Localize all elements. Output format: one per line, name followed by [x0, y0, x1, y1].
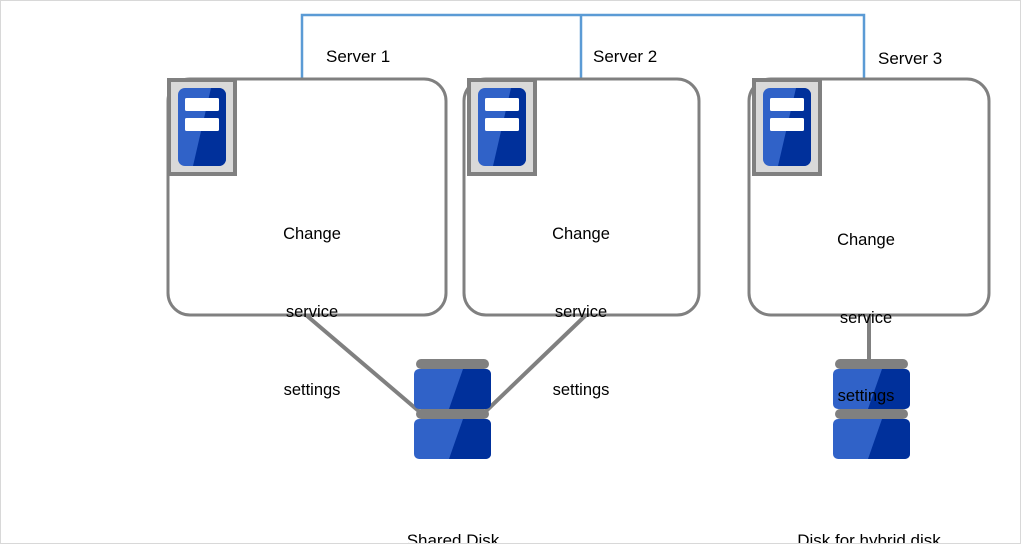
failover-group-bracket [300, 13, 866, 79]
server-body-text-1: Change service settings [253, 169, 371, 455]
disk-icon [414, 359, 491, 459]
server-box-1[interactable] [166, 77, 448, 317]
caption-line: Shared Disk [406, 531, 500, 544]
shared-disk-caption: Shared Disk for hybrid disk resource [302, 473, 604, 544]
server-icon [752, 78, 822, 176]
local-disk-caption: Disk for hybrid disk resource [749, 473, 989, 544]
server-body-line: settings [283, 381, 341, 399]
connector-server1-shared-disk [304, 313, 423, 415]
server-body-line: Change [283, 225, 341, 243]
server-label-1: Server 1 [326, 47, 391, 66]
server-body-line: service [285, 303, 339, 321]
server-body-line: Change [837, 231, 895, 249]
disk-icon [833, 359, 910, 459]
server-body-text-2: Change service settings [522, 169, 640, 455]
server-body-line: service [839, 309, 893, 327]
server-label-2: Server 2 [593, 47, 658, 66]
server-icon [467, 78, 537, 176]
server-body-text-3: Change service settings [807, 175, 925, 461]
server-body-line: Change [552, 225, 610, 243]
server-label-3: Server 3 [878, 49, 943, 68]
server-icon [167, 78, 237, 176]
caption-line: Disk for hybrid disk [797, 531, 941, 544]
server-body-line: settings [837, 387, 895, 405]
server-body-line: service [554, 303, 608, 321]
server-body-line: settings [552, 381, 610, 399]
connector-server2-shared-disk [482, 313, 588, 415]
